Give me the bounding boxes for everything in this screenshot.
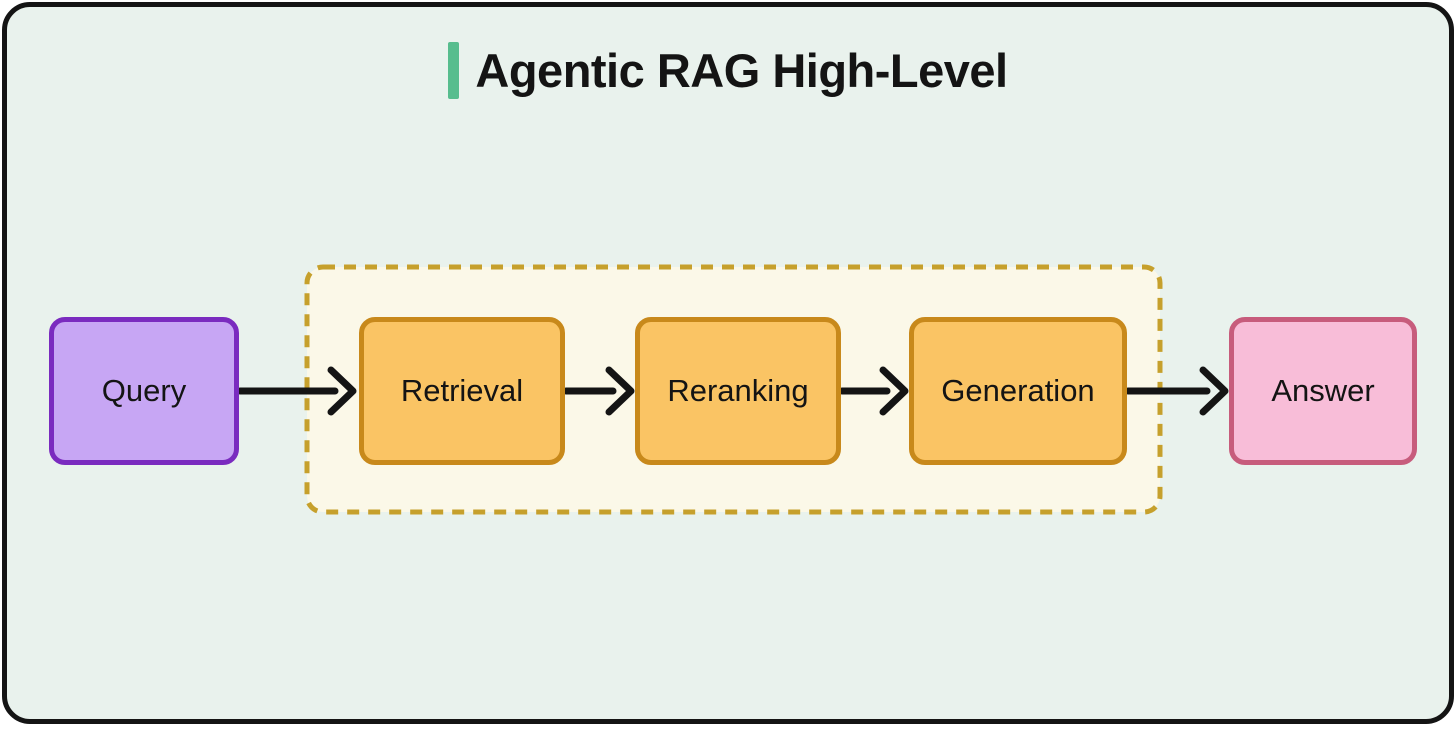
node-reranking-label: Reranking <box>667 373 808 409</box>
arrow-query-to-retrieval <box>240 370 353 412</box>
node-query: Query <box>49 317 239 465</box>
diagram-title-row: Agentic RAG High-Level <box>7 42 1449 99</box>
page-title: Agentic RAG High-Level <box>475 45 1007 97</box>
node-generation-label: Generation <box>941 373 1094 409</box>
title-accent-bar <box>448 42 459 99</box>
node-retrieval-label: Retrieval <box>401 373 523 409</box>
node-query-label: Query <box>102 373 186 409</box>
node-answer: Answer <box>1229 317 1417 465</box>
node-generation: Generation <box>909 317 1127 465</box>
node-retrieval: Retrieval <box>359 317 565 465</box>
node-answer-label: Answer <box>1271 373 1374 409</box>
node-reranking: Reranking <box>635 317 841 465</box>
